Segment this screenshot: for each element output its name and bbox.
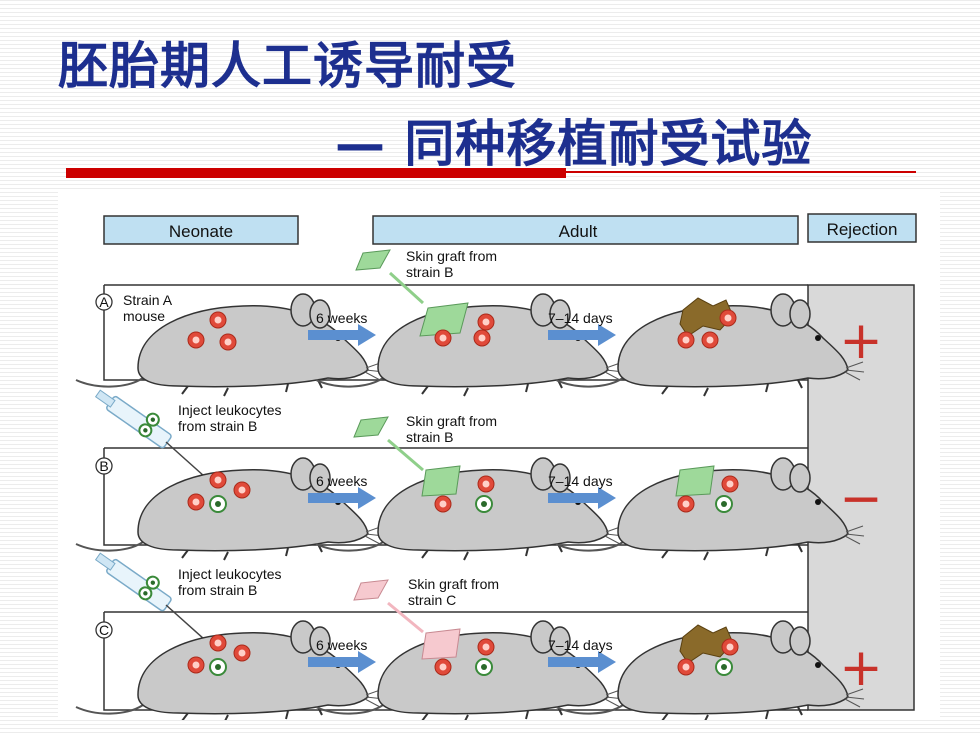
row-a-label-circle (95, 293, 113, 311)
row-b-label-circle (95, 457, 113, 475)
row-a-label: A (99, 294, 109, 310)
row-c-adult-mouse (315, 620, 625, 720)
row-b-graft-text-1: Skin graft from (406, 413, 497, 429)
row-c-label-circle (95, 621, 113, 639)
rejection-panel (807, 284, 915, 711)
row-b-graft-text-2: strain B (406, 429, 453, 445)
row-a-graft-piece (355, 249, 391, 271)
row-a-interval-2: 7–14 days (548, 310, 613, 326)
header-adult-label: Adult (559, 222, 598, 241)
slide-title-line-1: 胚胎期人工诱导耐受 (58, 37, 517, 95)
row-b-neonate-text-1: Inject leukocytes (178, 402, 282, 418)
row-a-result: + (839, 311, 883, 371)
row-a-final-mouse (555, 293, 865, 397)
row-b-adult-mouse (315, 457, 625, 561)
row-b-neonate-text-2: from strain B (178, 418, 257, 434)
row-a-graft-text-2: strain B (406, 264, 453, 280)
row-b-label: B (99, 458, 108, 474)
row-a-frame (103, 284, 808, 381)
figure-canvas: Neonate Adult Rejection A Strain A mouse… (58, 190, 940, 720)
header-adult (372, 215, 799, 245)
row-c-frame (103, 611, 808, 711)
tolerance-experiment-figure: Neonate Adult Rejection A Strain A mouse… (58, 190, 940, 720)
row-c-graft-pointer (387, 601, 424, 634)
header-neonate-label: Neonate (169, 222, 233, 241)
row-c-final-mouse (555, 620, 865, 720)
row-b-final-mouse (555, 457, 865, 561)
header-rejection (807, 213, 917, 243)
row-c-graft-text-2: strain C (408, 592, 456, 608)
row-b-frame (103, 447, 808, 546)
row-b-interval-2: 7–14 days (548, 473, 613, 489)
title-underline-line (566, 171, 916, 173)
row-b-graft-pointer (387, 438, 424, 472)
row-a-graft-pointer (388, 271, 425, 305)
title-underline-bar (66, 168, 566, 178)
row-c-neonate-text-1: Inject leukocytes (178, 566, 282, 582)
row-a-graft-text-1: Skin graft from (406, 248, 497, 264)
row-a-neonate-text-2: mouse (123, 308, 165, 324)
row-a-interval-1: 6 weeks (316, 310, 367, 326)
row-c-neonate-text-2: from strain B (178, 582, 257, 598)
row-b-graft-piece (353, 416, 389, 438)
row-c-interval-2: 7–14 days (548, 637, 613, 653)
header-rejection-label: Rejection (827, 220, 898, 239)
row-c-result: + (839, 638, 883, 698)
row-a-adult-mouse (315, 293, 625, 397)
row-c-graft-piece (353, 579, 389, 601)
row-c-graft-text-1: Skin graft from (408, 576, 499, 592)
slide-title-line-2: — 同种移植耐受试验 (335, 115, 813, 173)
row-a-neonate-text-1: Strain A (123, 292, 173, 308)
header-neonate (103, 215, 299, 245)
row-b-interval-1: 6 weeks (316, 473, 367, 489)
row-c-label: C (99, 622, 109, 638)
row-b-result: − (839, 469, 883, 529)
row-c-interval-1: 6 weeks (316, 637, 367, 653)
